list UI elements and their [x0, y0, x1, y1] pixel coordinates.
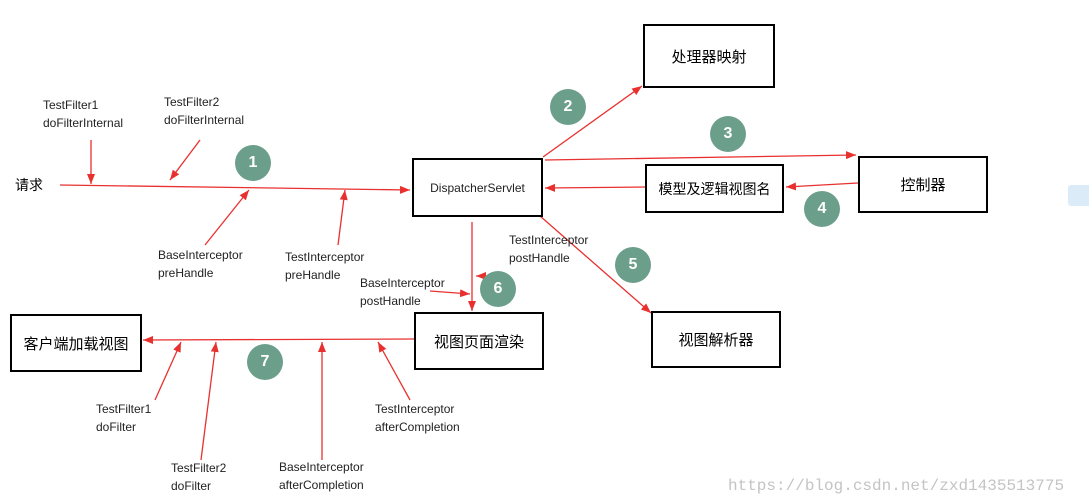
- hook-filter1-dofilterinternal: TestFilter1 doFilterInternal: [43, 96, 123, 132]
- arrow-dispatcher-to-view-resolver: [539, 215, 652, 314]
- request-label: 请求: [15, 177, 43, 193]
- hook-method-name: postHandle: [360, 294, 421, 308]
- hook-test-posthandle: TestInterceptor postHandle: [509, 231, 588, 267]
- arrow-controller-to-model: [785, 182, 859, 191]
- arrow-dispatcher-to-controller: [544, 151, 857, 161]
- hook-class-name: TestInterceptor: [285, 250, 365, 264]
- view-resolver-box: 视图解析器: [651, 311, 781, 368]
- hook-method-name: postHandle: [509, 251, 570, 265]
- hook-class-name: TestFilter1: [43, 98, 99, 112]
- dispatcher-servlet-box: DispatcherServlet: [412, 158, 543, 217]
- hook-base-prehandle: BaseInterceptor preHandle: [158, 246, 243, 282]
- arrow-test-aftercompletion: [377, 341, 411, 401]
- hook-filter2-dofilterinternal: TestFilter2 doFilterInternal: [164, 93, 244, 129]
- hook-class-name: TestInterceptor: [375, 402, 455, 416]
- step-1-badge: 1: [235, 145, 271, 181]
- hook-method-name: afterCompletion: [375, 420, 460, 434]
- step-5-badge: 5: [615, 247, 651, 283]
- hook-class-name: BaseInterceptor: [279, 460, 364, 474]
- hook-base-posthandle: BaseInterceptor postHandle: [360, 274, 445, 310]
- arrow-model-to-dispatcher: [544, 183, 646, 192]
- hook-method-name: doFilterInternal: [43, 116, 124, 130]
- view-render-box: 视图页面渲染: [414, 312, 544, 370]
- hook-method-name: preHandle: [285, 268, 341, 282]
- hook-test-prehandle: TestInterceptor preHandle: [285, 248, 364, 284]
- arrow-dispatcher-to-handler-mapping: [542, 85, 643, 158]
- arrow-base-posthandle: [429, 289, 471, 298]
- hook-class-name: BaseInterceptor: [158, 248, 243, 262]
- step-4-badge: 4: [804, 191, 840, 227]
- client-load-view-box: 客户端加载视图: [10, 314, 142, 372]
- model-and-view-name-box: 模型及逻辑视图名: [645, 164, 784, 213]
- arrow-test-prehandle: [337, 189, 348, 246]
- handler-mapping-box: 处理器映射: [643, 24, 775, 88]
- arrow-base-prehandle: [204, 189, 250, 246]
- step-7-badge: 7: [247, 344, 283, 380]
- arrow-filter2-internal: [169, 139, 201, 181]
- arrow-render-to-client: [142, 335, 415, 344]
- hook-class-name: TestFilter2: [164, 95, 220, 109]
- arrow-filter1-dofilter: [154, 341, 182, 401]
- hook-base-aftercompletion: BaseInterceptor afterCompletion: [279, 458, 364, 494]
- hook-filter2-dofilter: TestFilter2 doFilter: [171, 459, 226, 495]
- step-2-badge: 2: [550, 89, 586, 125]
- hook-test-aftercompletion: TestInterceptor afterCompletion: [375, 400, 460, 436]
- hook-class-name: TestFilter2: [171, 461, 227, 475]
- step-3-badge: 3: [710, 116, 746, 152]
- hook-method-name: doFilter: [171, 479, 212, 493]
- arrow-request-to-dispatcher: [59, 184, 411, 194]
- hook-class-name: TestInterceptor: [509, 233, 589, 247]
- step-6-badge: 6: [480, 271, 516, 307]
- hook-method-name: doFilterInternal: [164, 113, 245, 127]
- hook-filter1-dofilter: TestFilter1 doFilter: [96, 400, 151, 436]
- hook-method-name: doFilter: [96, 420, 137, 434]
- hook-method-name: afterCompletion: [279, 478, 364, 492]
- hook-method-name: preHandle: [158, 266, 214, 280]
- hook-class-name: BaseInterceptor: [360, 276, 445, 290]
- source-watermark: https://blog.csdn.net/zxd1435513775: [728, 477, 1065, 495]
- side-panel-icon[interactable]: [1068, 185, 1089, 206]
- hook-class-name: TestFilter1: [96, 402, 152, 416]
- controller-box: 控制器: [858, 156, 988, 213]
- arrow-filter2-dofilter: [200, 341, 219, 461]
